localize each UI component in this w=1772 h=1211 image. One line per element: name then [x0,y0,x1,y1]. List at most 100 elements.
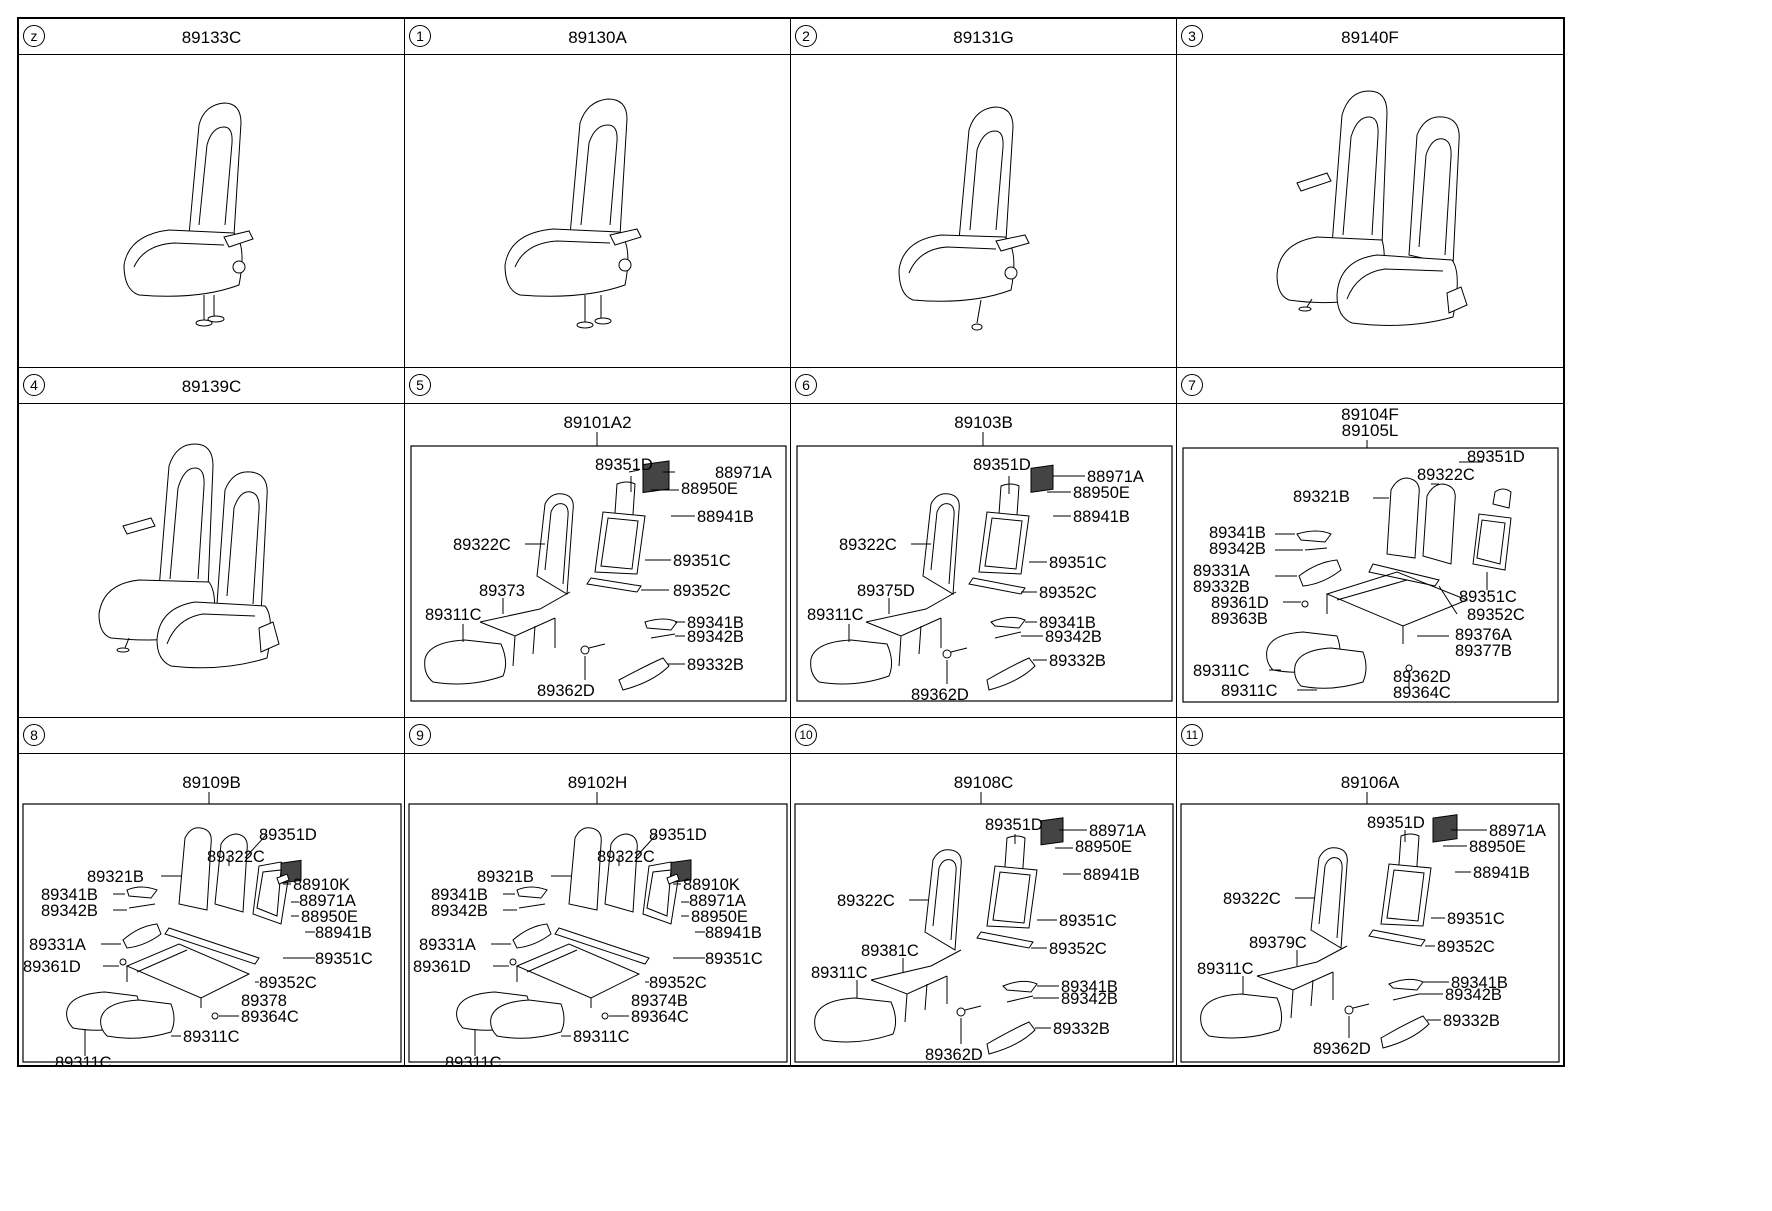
exploded-seat-parts [810,464,1054,691]
part-label: 89351D [1367,814,1425,832]
double-seat-icon [98,443,280,669]
part-label: 89321B [87,868,144,886]
part-label: 89332B [1053,1020,1110,1038]
part-label: 89364C [1393,684,1451,702]
assembly-code: 89140F [1341,28,1399,47]
part-label: 89322C [837,892,895,910]
part-label: 88971A [299,892,356,910]
part-label: 89341B [41,886,98,904]
part-label: 89311C [55,1054,112,1067]
part-label: 89331A [29,936,86,954]
part-label: 89352C [259,974,317,992]
part-label: 89362D [1393,668,1451,686]
cell-4[interactable]: 4 89139C [19,368,404,717]
part-label: 89381C [861,942,919,960]
part-label: 88971A [1489,822,1546,840]
assembly-code: 89139C [181,377,242,396]
part-label: 88950E [681,480,738,498]
cell-7[interactable]: 7 89104F 89105L [1177,368,1563,717]
part-label: 89363B [1211,610,1268,628]
callout-lines [856,829,1087,1044]
cell-3[interactable]: 3 89140F [1177,19,1563,367]
callout-lines [848,475,1085,684]
exploded-parts-view: 89102H [405,754,790,1067]
part-label: 88941B [705,924,762,942]
part-label: 89361D [1211,594,1269,612]
part-label: 89351D [649,826,707,844]
part-label: 89311C [1197,960,1254,978]
seat-illustration [405,55,790,367]
assembly-code: 89131G [953,28,1014,47]
part-label: 89351C [1059,912,1117,930]
part-label: 89322C [1223,890,1281,908]
part-label: 89351D [973,456,1031,474]
part-label: 88971A [715,464,772,482]
part-label: 89331A [1193,562,1250,580]
assembly-code: 89102H [567,773,628,792]
cell-11[interactable]: 11 89106A [1177,718,1563,1067]
part-label: 89342B [687,628,744,646]
callout-lines [462,471,695,680]
part-label: 89311C [183,1028,240,1046]
part-label: 89379C [1249,934,1307,952]
cell-1[interactable]: 1 89130A [405,19,790,367]
cell-6[interactable]: 6 89103B [791,368,1176,717]
part-label: 89342B [1209,540,1266,558]
assembly-code: 89108C [953,773,1014,792]
seat-illustration [791,55,1176,367]
part-label: 89351C [1049,554,1107,572]
cell-10[interactable]: 10 89108C [791,718,1176,1067]
index-badge: 11 [1181,724,1203,746]
assembly-code: 89101A2 [563,413,632,432]
part-label: 89311C [807,606,864,624]
cell-5[interactable]: 5 89101A2 [405,368,790,717]
part-label: 88971A [1087,468,1144,486]
part-label: 89351D [259,826,317,844]
part-label: 89351C [315,950,373,968]
part-label: 88941B [1473,864,1530,882]
grid-divider [1176,19,1177,1065]
part-label: 89322C [207,848,265,866]
cell-header: 8 [19,718,404,754]
exploded-parts-view: 89109B [19,754,404,1067]
part-label: 89341B [1451,974,1508,992]
assembly-code: 89106A [1340,773,1400,792]
part-label: 89331A [419,936,476,954]
part-label: 89352C [1039,584,1097,602]
part-label: 89352C [1437,938,1495,956]
exploded-seat-parts [456,827,692,1039]
part-label: 89342B [1445,986,1502,1004]
cell-9[interactable]: 9 89102H [405,718,790,1067]
cell-header: 2 89131G [791,19,1176,55]
cell-header: 4 89139C [19,368,404,404]
index-badge: 9 [409,724,431,746]
assembly-code: 89103B [954,413,1013,432]
part-label: 88950E [1469,838,1526,856]
index-badge: 5 [409,374,431,396]
index-badge: 2 [795,25,817,47]
part-label: 89361D [413,958,471,976]
part-label: 89341B [1061,978,1118,996]
exploded-parts-view: 89106A [1177,754,1563,1067]
part-label: 89341B [1039,614,1096,632]
part-label: 88950E [1073,484,1130,502]
single-seat-icon [898,106,1030,331]
seat-illustration [19,55,404,367]
cell-8[interactable]: 8 89109B [19,718,404,1067]
part-label: 89373 [479,582,525,600]
exploded-parts-view: 89101A2 [405,404,790,717]
cell-z[interactable]: z 89133C [19,19,404,367]
index-badge: 8 [23,724,45,746]
part-label: 88910K [293,876,350,894]
cell-header: 9 [405,718,790,754]
part-label: 89341B [687,614,744,632]
part-label: 89332B [1443,1012,1500,1030]
part-label: 89311C [1221,682,1278,700]
single-seat-icon [123,102,254,327]
part-label: 88910K [683,876,740,894]
part-label: 89322C [839,536,897,554]
index-badge: 10 [795,724,817,746]
part-label: 88941B [315,924,372,942]
cell-2[interactable]: 2 89131G [791,19,1176,367]
exploded-parts-view: 89108C [791,754,1176,1067]
